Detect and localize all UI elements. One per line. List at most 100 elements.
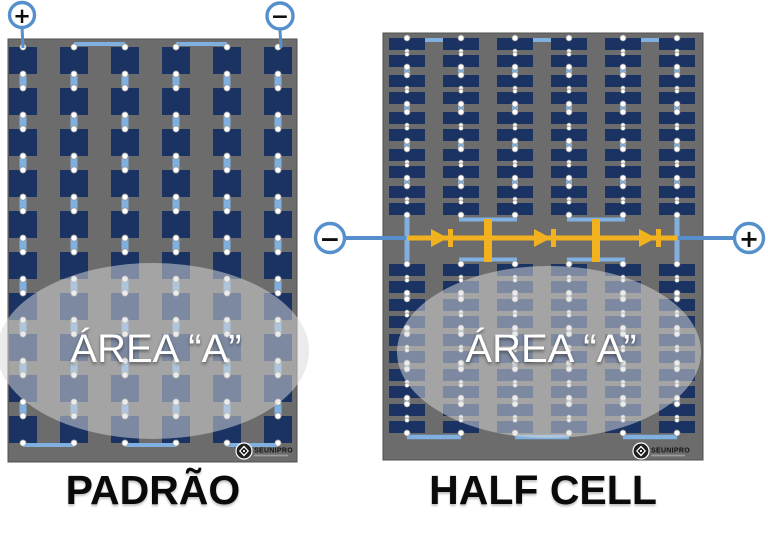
half-cell: [659, 203, 695, 215]
solder-node: [70, 43, 78, 51]
half-cell: [497, 203, 533, 215]
solar-cell: [60, 88, 88, 115]
minus-terminal: −: [313, 221, 406, 255]
solar-cell: [264, 88, 292, 115]
cell-connector: [70, 74, 78, 88]
cell-connector: [566, 178, 572, 186]
solder-node: [673, 289, 681, 297]
half-cell: [497, 38, 533, 50]
solder-node: [403, 137, 411, 145]
half-cell: [443, 38, 479, 50]
area-a-overlay: [0, 263, 309, 439]
solder-node: [620, 199, 626, 205]
solar-cell: [162, 170, 190, 197]
solder-node: [565, 34, 573, 42]
half-cell: [605, 264, 641, 276]
plus-terminal: +: [7, 0, 37, 49]
cell-connector: [19, 156, 27, 170]
plus-symbol: +: [13, 4, 31, 28]
bypass-diode-icon: [431, 229, 448, 247]
solar-cell: [162, 129, 190, 156]
panel-title-half-cell: HALF CELL: [429, 467, 657, 513]
area-a-overlay: [397, 266, 701, 438]
cell-connector: [620, 67, 626, 75]
solder-node: [19, 248, 27, 256]
solder-node: [512, 162, 518, 168]
solar-cell: [111, 211, 139, 238]
solder-node: [619, 260, 627, 268]
solder-node: [566, 88, 572, 94]
half-cell: [497, 149, 533, 161]
solder-node: [620, 51, 626, 57]
half-cell: [659, 281, 695, 293]
half-cell: [443, 264, 479, 276]
cell-connector: [121, 197, 129, 211]
solder-node: [674, 88, 680, 94]
solder-node: [172, 43, 180, 51]
solder-node: [458, 199, 464, 205]
solder-node: [566, 51, 572, 57]
half-cell: [443, 149, 479, 161]
solder-node: [121, 70, 129, 78]
solder-node: [403, 394, 411, 402]
half-cell: [605, 92, 641, 104]
solder-node: [619, 429, 627, 437]
solder-node: [673, 429, 681, 437]
solder-node: [511, 211, 519, 219]
half-cell: [497, 186, 533, 198]
solder-node: [673, 71, 681, 79]
terminal-wire: [278, 29, 283, 49]
solder-node: [274, 84, 282, 92]
solder-node: [457, 174, 465, 182]
diode-bus-tap: [592, 219, 600, 262]
half-cell: [389, 281, 425, 293]
solder-node: [457, 211, 465, 219]
cell-connector: [620, 178, 626, 186]
brand-tagline: [651, 454, 685, 457]
solar-cell: [162, 211, 190, 238]
solder-node: [674, 125, 680, 131]
diode-cathode-bar: [656, 229, 661, 247]
solder-node: [274, 152, 282, 160]
solder-node: [457, 182, 465, 190]
solder-node: [565, 145, 573, 153]
half-cell: [551, 129, 587, 141]
solder-node: [457, 108, 465, 116]
half-cell: [443, 92, 479, 104]
cell-connector: [274, 197, 282, 211]
solder-node: [172, 248, 180, 256]
solder-node: [457, 100, 465, 108]
solar-cell: [264, 47, 292, 74]
solder-node: [19, 166, 27, 174]
solder-node: [565, 100, 573, 108]
plus-terminal: +: [678, 221, 766, 255]
cell-connector: [70, 197, 78, 211]
cell-connector: [566, 67, 572, 75]
cell-connector: [172, 197, 180, 211]
solder-node: [70, 111, 78, 119]
solder-node: [172, 234, 180, 242]
half-cell: [659, 149, 695, 161]
solar-cell: [264, 252, 292, 279]
half-cell: [551, 38, 587, 50]
solder-node: [511, 34, 519, 42]
brand-name: SEUNIPRO: [254, 448, 293, 455]
solder-node: [274, 166, 282, 174]
solder-node: [403, 211, 411, 219]
solar-cell: [213, 170, 241, 197]
solder-node: [121, 166, 129, 174]
solder-node: [172, 70, 180, 78]
solder-node: [674, 277, 680, 283]
half-cell: [389, 166, 425, 178]
solder-node: [674, 162, 680, 168]
half-cell: [389, 55, 425, 67]
solder-node: [619, 34, 627, 42]
solder-node: [619, 137, 627, 145]
cell-connector: [458, 141, 464, 149]
solder-node: [566, 162, 572, 168]
half-cell: [389, 264, 425, 276]
cell-connector: [512, 178, 518, 186]
solar-cell: [60, 47, 88, 74]
brand-logo: SEUNIPRO: [235, 442, 293, 460]
